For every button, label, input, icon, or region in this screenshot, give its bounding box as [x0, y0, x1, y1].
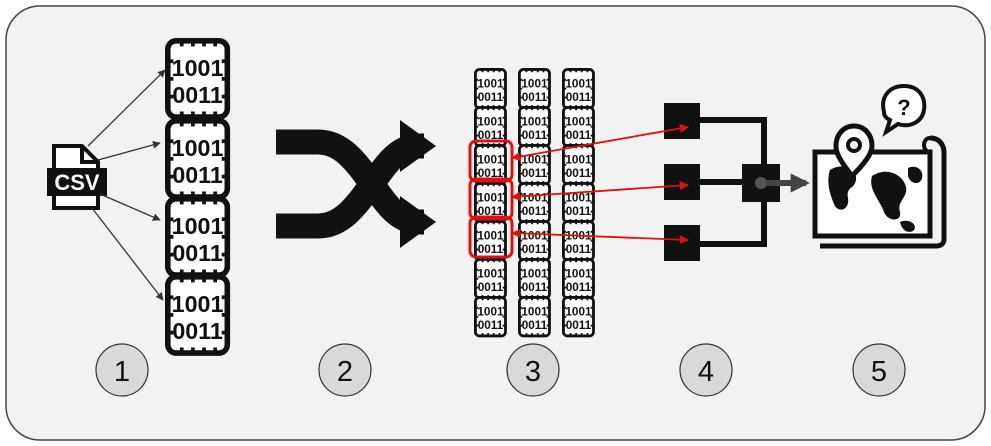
step-circle: 3: [506, 343, 560, 397]
csv-file-icon: CSV: [47, 144, 107, 210]
binary-text-bottom: 0011: [522, 243, 548, 256]
binary-text-bottom: 0011: [566, 167, 592, 180]
binary-text-top: 1001: [521, 115, 548, 128]
binary-text-top: 1001: [477, 77, 504, 90]
binary-text-bottom: 0011: [478, 319, 504, 332]
binary-text-top: 1001: [565, 153, 592, 166]
split-arrows: [87, 69, 166, 301]
binary-text-top: 1001: [521, 77, 548, 90]
binary-text-bottom: 0011: [522, 129, 548, 142]
binary-text-top: 1001: [521, 267, 548, 280]
binary-text-bottom: 0011: [522, 205, 548, 218]
binary-text-top: 1001: [565, 305, 592, 318]
step-number: 3: [525, 356, 541, 388]
step-number: 2: [337, 356, 353, 388]
binary-text-bottom: 0011: [566, 205, 592, 218]
binary-text-bottom: 0011: [566, 91, 592, 104]
step-circle: 1: [95, 343, 149, 397]
binary-text-bottom: 0011: [478, 243, 504, 256]
binary-text-bottom: 0011: [172, 318, 223, 344]
binary-text-top: 1001: [172, 213, 224, 239]
binary-text-bottom: 0011: [566, 281, 592, 294]
binary-text-bottom: 0011: [478, 281, 504, 294]
binary-text-top: 1001: [172, 291, 224, 317]
binary-text-bottom: 0011: [522, 319, 548, 332]
binary-text-top: 1001: [172, 135, 224, 161]
binary-text-bottom: 0011: [478, 129, 504, 142]
binary-text-bottom: 0011: [172, 240, 223, 266]
binary-text-bottom: 0011: [566, 129, 592, 142]
binary-text-top: 1001: [477, 153, 504, 166]
step-number: 1: [114, 356, 130, 388]
binary-text-top: 1001: [521, 191, 548, 204]
binary-text-bottom: 0011: [172, 82, 223, 108]
binary-text-top: 1001: [477, 229, 504, 242]
mapping-arrows: [511, 123, 689, 245]
binary-text-top: 1001: [521, 229, 548, 242]
step-number: 5: [871, 356, 887, 388]
csv-label: CSV: [54, 170, 100, 195]
step-circle: 5: [852, 343, 906, 397]
step-number: 4: [698, 356, 714, 388]
map-location-icon: ?: [812, 83, 947, 249]
binary-text-bottom: 0011: [522, 281, 548, 294]
binary-text-bottom: 0011: [522, 91, 548, 104]
binary-text-top: 1001: [477, 115, 504, 128]
question-mark: ?: [897, 95, 910, 120]
binary-text-top: 1001: [477, 267, 504, 280]
binary-text-bottom: 0011: [566, 319, 592, 332]
binary-text-top: 1001: [477, 305, 504, 318]
network-icon: [664, 103, 810, 261]
binary-text-top: 1001: [477, 191, 504, 204]
binary-text-bottom: 0011: [478, 205, 504, 218]
binary-text-bottom: 0011: [522, 167, 548, 180]
binary-text-top: 1001: [521, 305, 548, 318]
binary-text-top: 1001: [565, 115, 592, 128]
binary-grid: 1001001110010011100100111001001110010011…: [474, 68, 595, 338]
shuffle-icon: [276, 120, 436, 248]
binary-text-top: 1001: [565, 77, 592, 90]
binary-text-bottom: 0011: [478, 91, 504, 104]
binary-text-bottom: 0011: [478, 167, 504, 180]
step-numbers: 1 2 3 4 5: [95, 343, 906, 397]
step-circle: 2: [318, 343, 372, 397]
binary-text-top: 1001: [172, 55, 224, 81]
step-circle: 4: [679, 343, 733, 397]
binary-text-bottom: 0011: [172, 162, 223, 188]
binary-text-bottom: 0011: [566, 243, 592, 256]
binary-text-top: 1001: [565, 267, 592, 280]
